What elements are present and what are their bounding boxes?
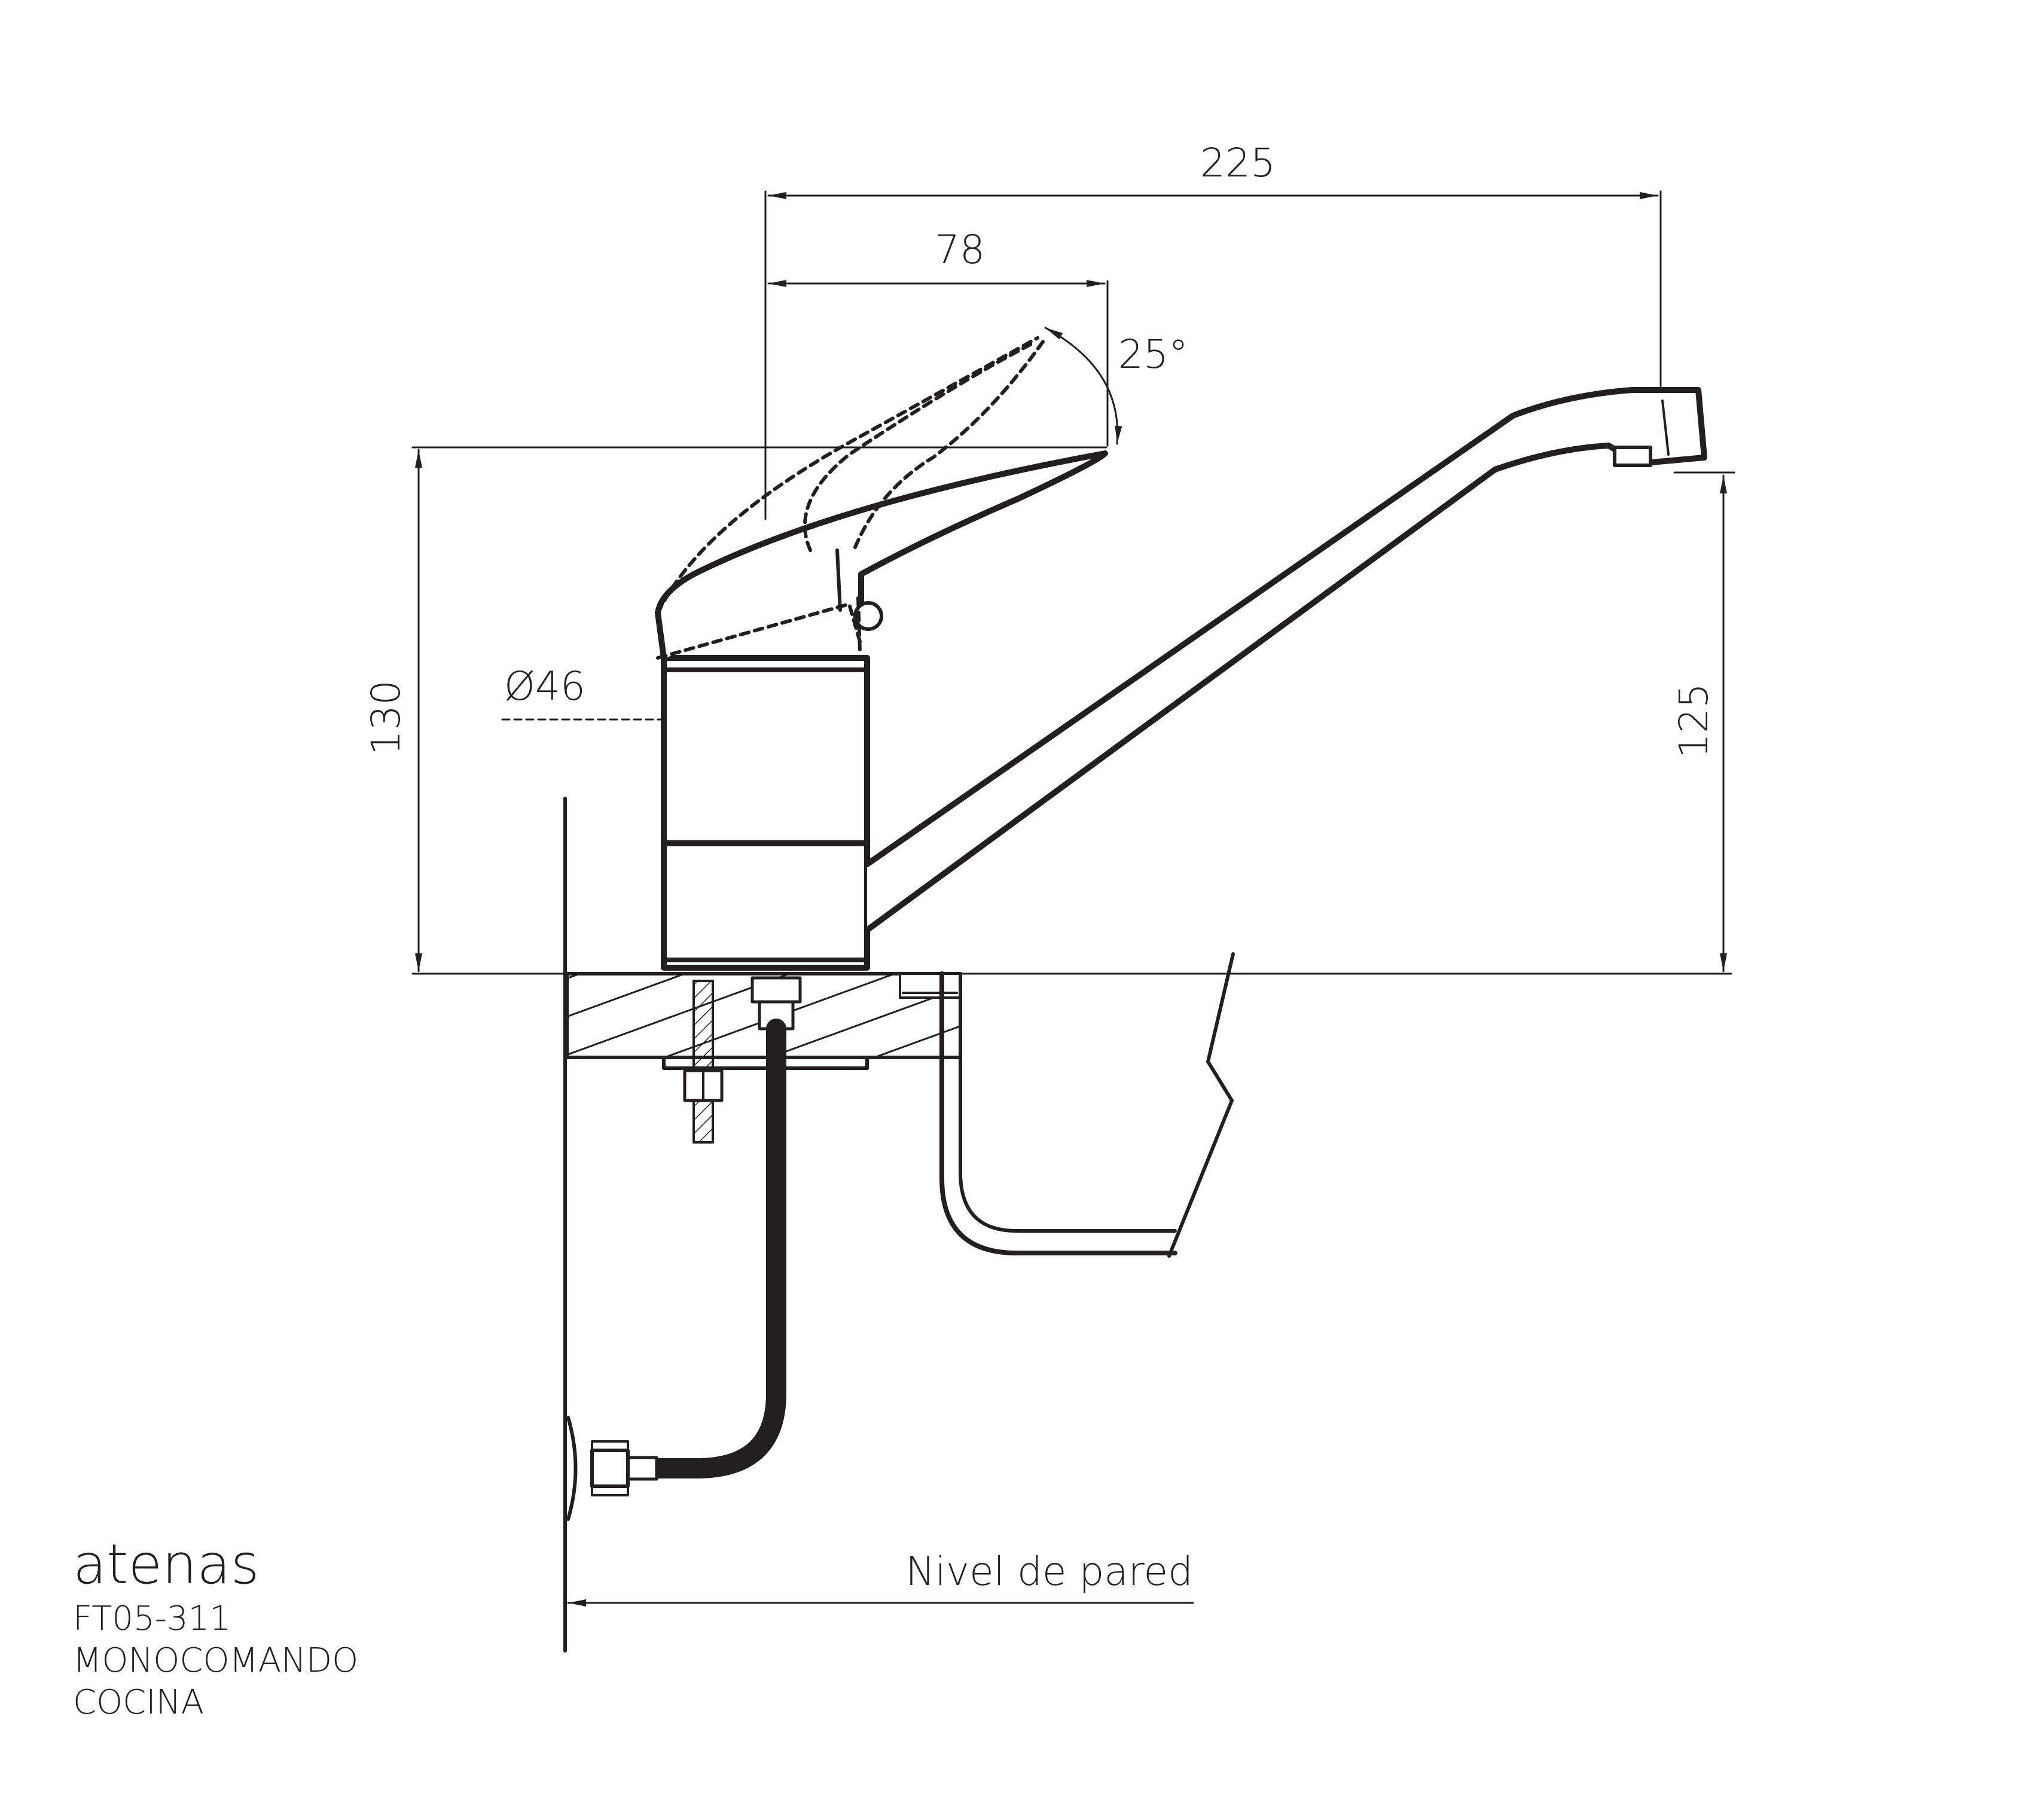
product-type: MONOCOMANDO [73, 1641, 359, 1680]
supply-hose [566, 976, 802, 1521]
sink-break-line [1167, 952, 1235, 1258]
product-use: COCINA [73, 1683, 204, 1722]
dimension-handle-reach [767, 280, 1109, 447]
dim-label-total-height: 130 [363, 680, 409, 755]
product-code: FT05-311 [73, 1599, 231, 1638]
dimension-spout-height [1673, 471, 1735, 973]
handle-angle-arc [1044, 327, 1122, 445]
dim-label-handle-angle: 25° [1118, 331, 1188, 377]
dim-label-spout-height: 125 [1671, 683, 1717, 758]
faucet-handle-raised-outline [656, 336, 1045, 660]
dimension-total-reach [764, 190, 1662, 520]
dim-label-handle-reach: 78 [935, 227, 985, 273]
faucet-body [661, 655, 870, 1070]
sink-basin-inner [959, 991, 1177, 1233]
dimension-total-height [411, 446, 1732, 975]
faucet-spout [864, 387, 1707, 933]
dim-label-body-diameter: Ø46 [504, 663, 585, 709]
title-block: atenas FT05-311 MONOCOMANDO COCINA [73, 1531, 358, 1724]
dim-label-total-reach: 225 [1200, 140, 1276, 186]
faucet-handle [655, 450, 1108, 661]
product-series: atenas [73, 1532, 260, 1596]
sink-basin [939, 971, 1177, 1255]
wall-level-label: Nivel de pared [905, 1548, 1193, 1595]
mounting-threaded-rod [683, 980, 724, 1144]
